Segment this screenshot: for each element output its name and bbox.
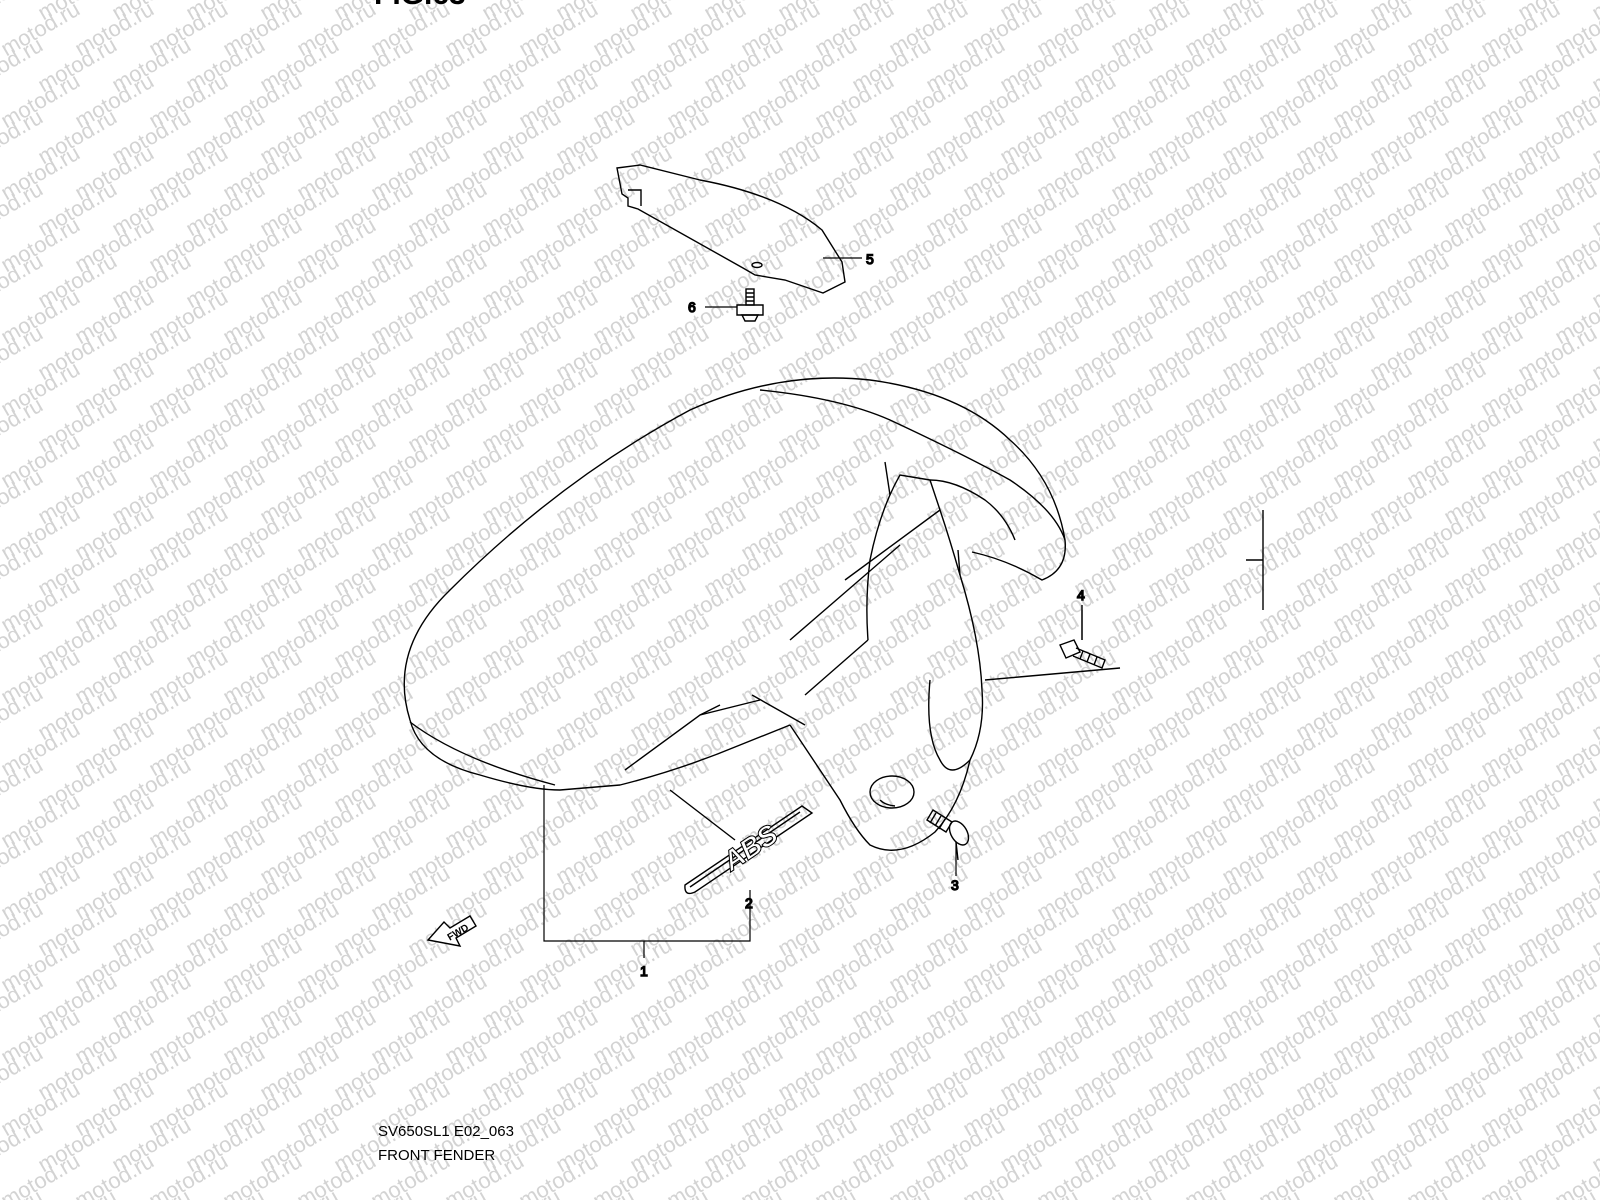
auxiliary-lines	[1246, 510, 1264, 610]
figure-title: FIG.63	[374, 0, 466, 12]
callout-5: 5	[866, 251, 874, 267]
figure-code: SV650SL1 E02_063	[378, 1123, 514, 1140]
front-fender	[403, 377, 1121, 851]
callout-2: 2	[745, 895, 753, 911]
screw-6	[736, 288, 764, 322]
leader-lines	[543, 257, 1083, 958]
fwd-arrow-icon: FWD	[426, 915, 477, 947]
mud-guard-plate	[616, 164, 846, 294]
fwd-arrow-label: FWD	[446, 923, 471, 944]
callout-1: 1	[640, 963, 648, 979]
figure-name: FRONT FENDER	[378, 1147, 496, 1164]
callout-4: 4	[1077, 587, 1085, 603]
abs-emblem: ABS	[669, 789, 814, 895]
bolt-4	[1059, 605, 1106, 669]
abs-emblem-text: ABS	[716, 818, 783, 877]
callout-3: 3	[951, 877, 959, 893]
screw-3	[926, 809, 970, 861]
callout-6: 6	[688, 299, 696, 315]
